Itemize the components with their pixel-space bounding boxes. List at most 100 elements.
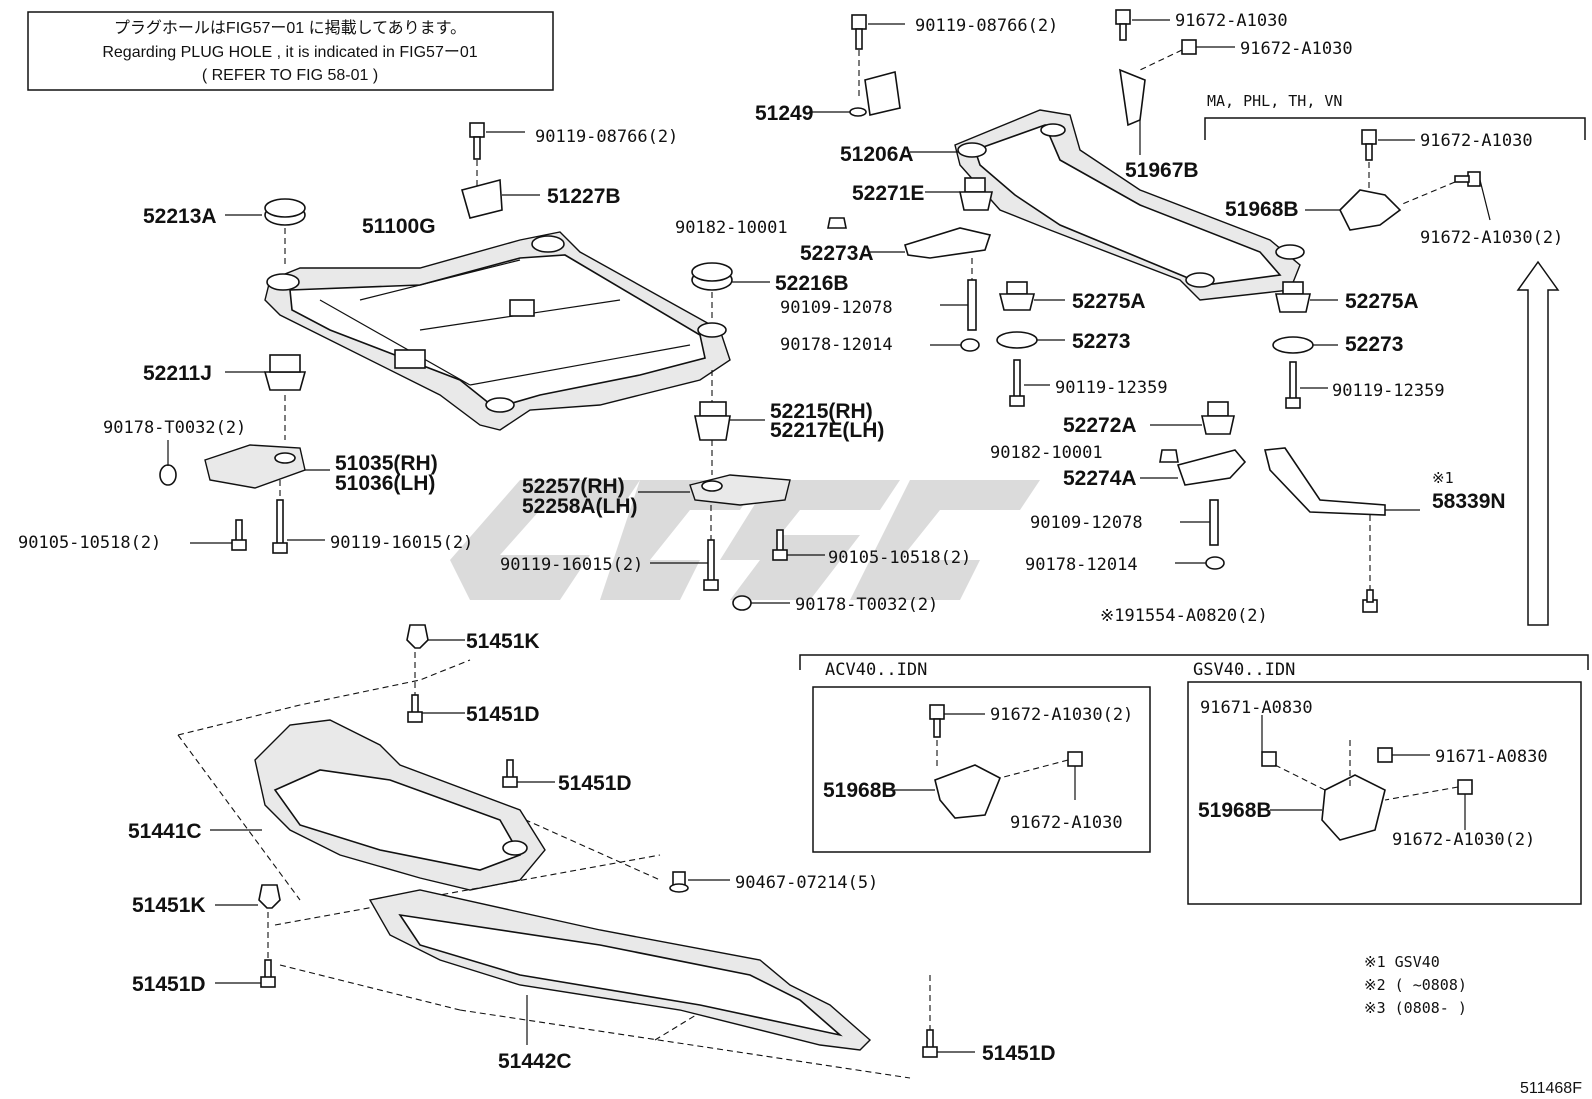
stopper-52274A <box>1140 449 1247 486</box>
label-51967B: 51967B <box>1125 159 1199 182</box>
label-52216B: 52216B <box>775 272 849 295</box>
label-52215: 52215(RH) <box>770 400 873 423</box>
variant-bracket <box>799 654 1589 670</box>
label-90105-10518-a: 90105-10518(2) <box>18 533 161 553</box>
stopper-52257 <box>638 474 791 506</box>
label-90182-10001-b: 90182-10001 <box>990 443 1103 463</box>
label-90119-12359-a: 90119-12359 <box>1055 378 1168 398</box>
label-gsv-91671-A0830-a: 91671-A0830 <box>1200 698 1313 718</box>
variant-box-gsv40 <box>1187 681 1582 905</box>
label-90467-07214: 90467-07214(5) <box>735 873 878 893</box>
cushion-52215 <box>694 401 765 441</box>
label-52273-a: 52273 <box>1072 330 1130 353</box>
nut-90178-T0032-a <box>159 440 177 486</box>
label-52273A: 52273A <box>800 242 874 265</box>
stopper-52273A <box>870 227 992 259</box>
washer-52273-a <box>996 331 1065 349</box>
label-51227B: 51227B <box>547 185 621 208</box>
label-52275A-a: 52275A <box>1072 290 1146 313</box>
label-51206A: 51206A <box>840 143 914 166</box>
cushion-52275A-b <box>1275 281 1338 313</box>
label-90119-08766-top: 90119-08766(2) <box>915 16 1058 36</box>
bolt-51451D-c <box>215 959 276 988</box>
under-cover-51442C <box>274 854 911 1079</box>
cushion-52272A <box>1150 401 1235 435</box>
label-90119-08766-mid: 90119-08766(2) <box>535 127 678 147</box>
nut-90182-10001-b <box>1159 449 1179 463</box>
notice-line-3: ( REFER TO FIG 58-01 ) <box>202 67 378 84</box>
variant-box-acv40 <box>812 686 1151 853</box>
bolt-91672-A1030-c <box>1361 129 1415 190</box>
label-52274A: 52274A <box>1063 467 1137 490</box>
label-51036: 51036(LH) <box>335 472 435 495</box>
stopper-51035 <box>204 444 330 489</box>
figure-code: 511468F <box>1520 1080 1582 1097</box>
cushion-52271E <box>925 177 993 211</box>
label-90182-10001-a: 90182-10001 <box>675 218 788 238</box>
label-52217E: 52217E(LH) <box>770 419 884 442</box>
under-cover-51441C <box>177 659 661 901</box>
bolt-90119-16015-a <box>272 480 325 554</box>
label-91672-A1030-2-top: 91672-A1030(2) <box>1420 228 1563 248</box>
region-bracket-ma <box>1204 117 1586 140</box>
bolt-90119-08766-mid <box>469 122 525 190</box>
label-90178-12014-b: 90178-12014 <box>1025 555 1138 575</box>
cushion-52275A-a <box>998 281 1065 311</box>
nut-90178-T0032-b <box>732 595 790 611</box>
label-51441C: 51441C <box>128 820 202 843</box>
bolt-91672-A1030-a <box>1115 9 1170 41</box>
label-gsv-91671-A0830-b: 91671-A0830 <box>1435 747 1548 767</box>
bolt-91672-A1030-b <box>1139 39 1235 71</box>
label-mark1: ※1 <box>1432 469 1454 487</box>
label-52211J: 52211J <box>143 362 212 385</box>
label-51249: 51249 <box>755 102 813 125</box>
label-51451D-b: 51451D <box>558 772 632 795</box>
cushion-52216B <box>691 262 770 291</box>
label-90105-10518-b: 90105-10518(2) <box>828 548 971 568</box>
label-191554-A0820: ※191554-A0820(2) <box>1100 606 1268 626</box>
label-52273-b: 52273 <box>1345 333 1403 356</box>
label-91672-A1030-c: 91672-A1030 <box>1420 131 1533 151</box>
clip-51451K-b <box>215 884 281 909</box>
bolt-91672-A1030-2-top <box>1399 171 1491 221</box>
footnote-3: ※3 (0808- ) <box>1364 999 1467 1017</box>
rear-member-51206A <box>910 109 1305 301</box>
bolt-51451D-d <box>922 975 975 1058</box>
nut-90182-10001-a <box>827 217 847 229</box>
label-acv-51968B: 51968B <box>823 779 897 802</box>
nut-90178-12014-a <box>930 338 980 352</box>
label-58339N: 58339N <box>1432 490 1506 513</box>
footnote-2: ※2 ( ~0808) <box>1364 976 1467 994</box>
label-51451D-a: 51451D <box>466 703 540 726</box>
label-90119-16015-b: 90119-16015(2) <box>500 555 643 575</box>
bolt-90119-12359-a <box>1009 359 1050 407</box>
label-51968B-top: 51968B <box>1225 198 1299 221</box>
label-gsv-51968B: 51968B <box>1198 799 1272 822</box>
notice-line-2: Regarding PLUG HOLE , it is indicated in… <box>102 44 477 61</box>
label-51100G: 51100G <box>362 215 436 238</box>
bolt-51451D-b <box>502 759 555 788</box>
label-51451K-a: 51451K <box>466 630 540 653</box>
label-acv-91672-A1030: 91672-A1030 <box>1010 813 1123 833</box>
front-crossmember-51100G <box>264 231 731 431</box>
bracket-51227B <box>461 178 540 219</box>
label-52271E: 52271E <box>852 182 924 205</box>
brace-58339N <box>1263 447 1420 516</box>
notice-box: プラグホールはFIG57ー01 に掲載してあります。 Regarding PLU… <box>27 11 554 91</box>
up-arrow-icon <box>1516 260 1560 626</box>
bolt-51451D-a <box>407 694 465 723</box>
label-52257: 52257(RH) <box>522 475 625 498</box>
label-acv-91672-A1030-2: 91672-A1030(2) <box>990 705 1133 725</box>
clip-90467-07214 <box>669 871 730 893</box>
label-region-ma: MA, PHL, TH, VN <box>1207 92 1342 110</box>
bolt-90119-08766-top <box>851 14 905 100</box>
label-91672-A1030-a: 91672-A1030 <box>1175 11 1288 31</box>
watermark-logo <box>450 480 1040 600</box>
label-gsv-91672-A1030-2: 91672-A1030(2) <box>1392 830 1535 850</box>
label-90109-12078-a: 90109-12078 <box>780 298 893 318</box>
bolt-90109-12078-b <box>1180 499 1219 546</box>
clip-51451K-a <box>406 624 465 649</box>
label-90178-T0032-b: 90178-T0032(2) <box>795 595 938 615</box>
bolt-191554-A0820 <box>1362 515 1378 613</box>
